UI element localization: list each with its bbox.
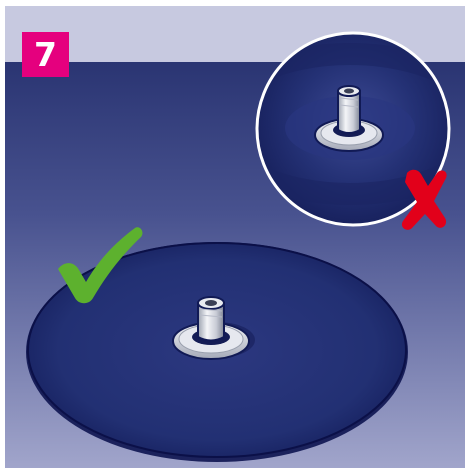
stud bbox=[172, 296, 250, 360]
illustration-canvas bbox=[5, 6, 465, 468]
check-icon bbox=[58, 227, 143, 304]
instruction-illustration: 7 bbox=[5, 6, 465, 468]
stud-inset bbox=[314, 85, 384, 152]
correct-disc bbox=[26, 242, 408, 462]
cross-icon bbox=[401, 169, 447, 230]
step-number-badge: 7 bbox=[22, 32, 69, 77]
